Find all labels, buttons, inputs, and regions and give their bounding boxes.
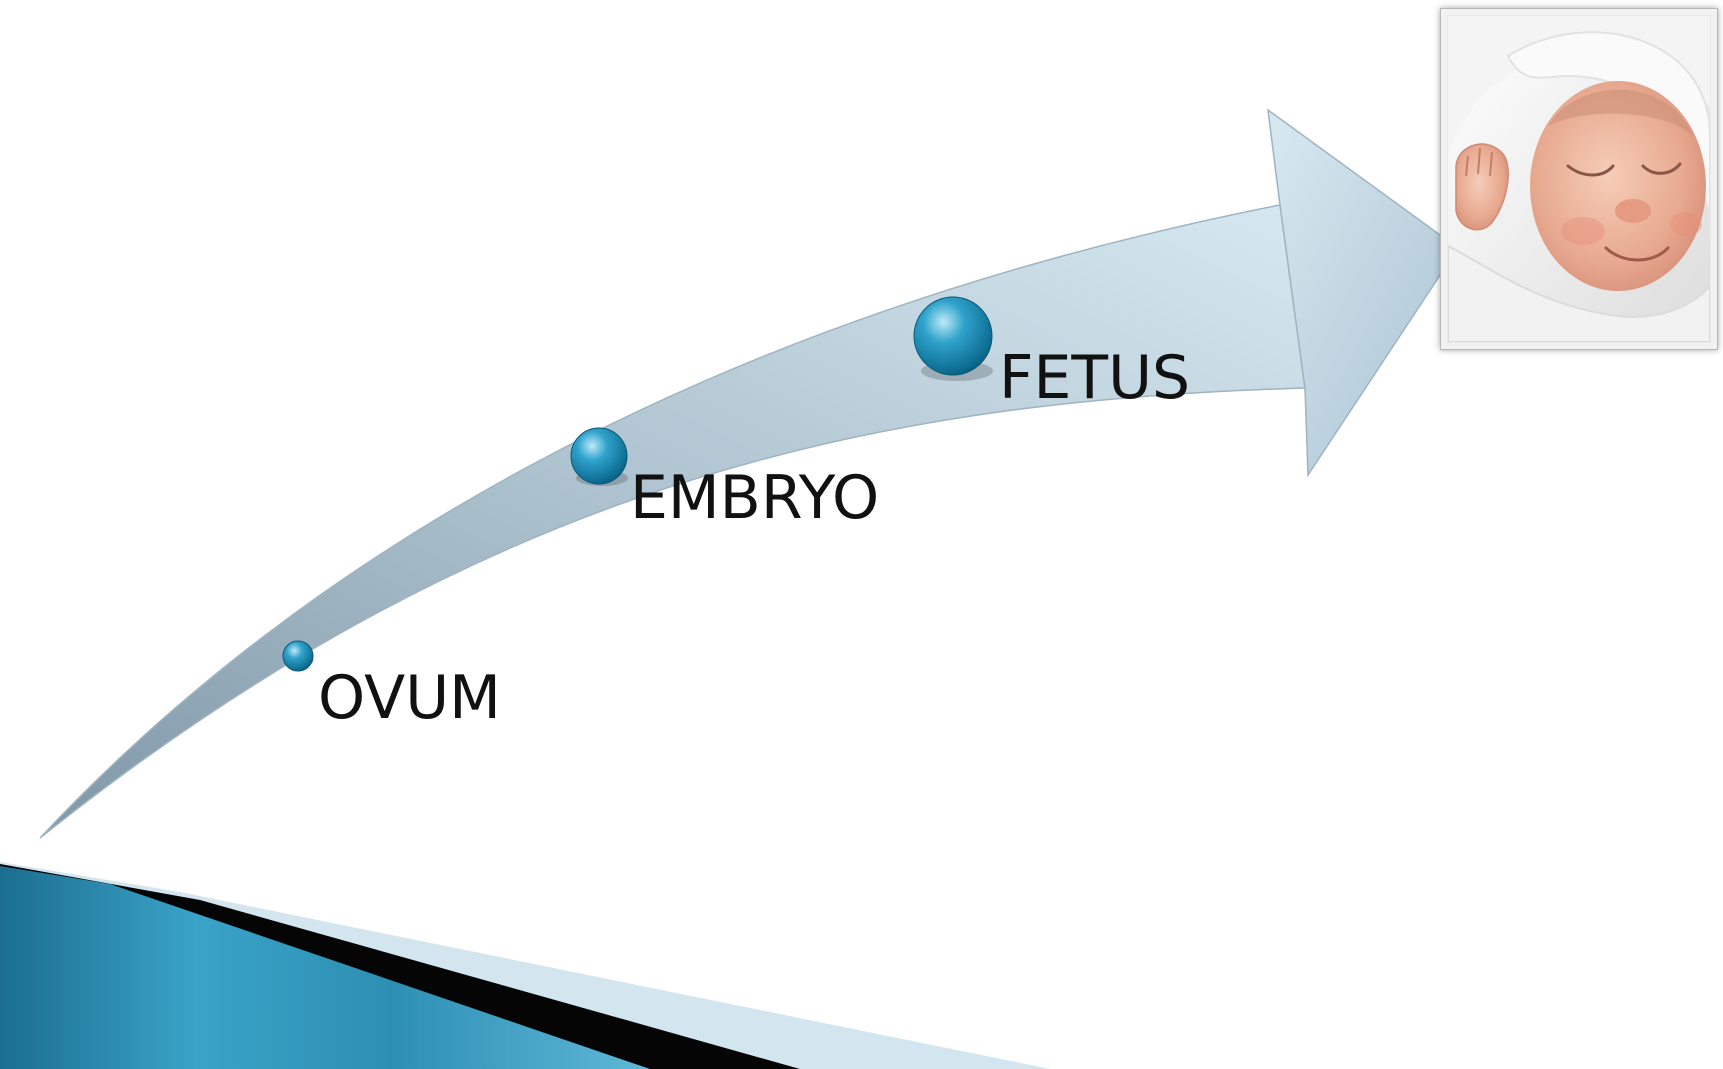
stage-label-ovum: OVUM <box>318 668 501 728</box>
newborn-baby-photo <box>1440 8 1718 350</box>
decorative-corner-bands <box>0 862 1050 1069</box>
embryo-bead <box>571 428 628 486</box>
accent-band <box>0 866 650 1069</box>
fetus-bead <box>914 297 993 381</box>
stage-label-fetus: FETUS <box>999 348 1190 408</box>
arrow-head <box>1268 110 1458 475</box>
stage-label-embryo: EMBRYO <box>630 468 879 528</box>
ovum-bead <box>283 641 314 671</box>
baby-illustration <box>1448 16 1710 342</box>
